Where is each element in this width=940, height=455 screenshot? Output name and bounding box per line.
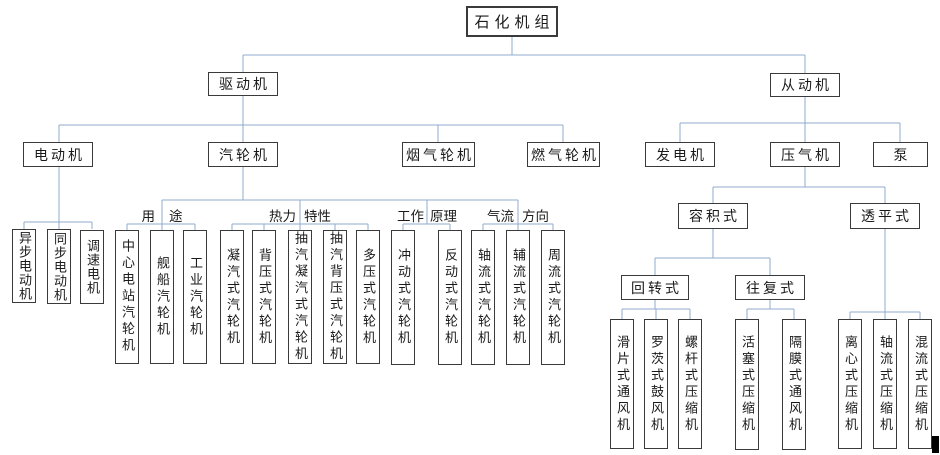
node-generator[interactable]: 发电机 [645,142,715,167]
node-driver[interactable]: 驱动机 [208,72,278,96]
node-root[interactable]: 石化机组 [466,6,558,37]
node-roots-blower[interactable]: 罗茨式鼓风机 [644,319,668,449]
node-pump[interactable]: 泵 [873,142,928,167]
node-axial-flow-turbine[interactable]: 轴流式汽轮机 [471,230,495,365]
node-rotary[interactable]: 回转式 [621,275,689,300]
node-mixed-flow-compressor[interactable]: 混流式压缩机 [908,319,932,449]
node-impulse-turbine[interactable]: 冲动式汽轮机 [391,230,415,365]
node-steam-turbine[interactable]: 汽轮机 [208,142,278,167]
node-speed-motor[interactable]: 调速电机 [80,230,104,304]
node-flue-gas-turbine[interactable]: 烟气轮机 [402,142,475,167]
node-driven[interactable]: 从动机 [770,73,840,97]
category-principle-part2: 原理 [430,209,457,224]
node-industrial-turbine[interactable]: 工业汽轮机 [183,230,207,364]
node-turbo[interactable]: 透平式 [850,203,920,229]
node-positive-displacement[interactable]: 容积式 [678,203,748,229]
category-label-flow[interactable]: 气流 方向 [487,205,549,225]
node-marine-turbine[interactable]: 舰船汽轮机 [150,230,174,364]
text-cursor-artifact [932,436,939,453]
node-radial-flow-turbine[interactable]: 辅流式汽轮机 [506,230,530,365]
node-central-station-turbine[interactable]: 中心电站汽轮机 [115,230,139,364]
node-back-pressure-turbine[interactable]: 背压式汽轮机 [252,230,276,364]
node-peripheral-flow-turbine[interactable]: 周流式汽轮机 [541,230,565,365]
category-use-part1: 用 [141,209,156,224]
category-label-use[interactable]: 用 途 [142,205,183,225]
category-thermal-part1: 热力 [269,209,296,224]
node-compressor[interactable]: 压气机 [770,142,840,167]
node-extraction-condensing-turbine[interactable]: 抽汽凝汽式汽轮机 [288,230,312,364]
node-extraction-back-pressure-turbine[interactable]: 抽汽背压式汽轮机 [323,230,347,364]
category-label-principle[interactable]: 工作 原理 [397,205,457,225]
category-use-part2: 途 [169,209,183,224]
node-piston-compressor[interactable]: 活塞式压缩机 [735,319,759,450]
node-motor[interactable]: 电动机 [23,142,93,167]
node-multi-pressure-turbine[interactable]: 多压式汽轮机 [356,230,380,364]
node-gas-turbine[interactable]: 燃气轮机 [527,142,600,167]
node-sliding-vane-fan[interactable]: 滑片式通风机 [610,319,634,449]
node-centrifugal-compressor[interactable]: 离心式压缩机 [838,319,862,449]
node-reciprocating[interactable]: 往复式 [735,275,805,300]
node-axial-compressor[interactable]: 轴流式压缩机 [873,319,897,449]
node-diaphragm-fan[interactable]: 隔膜式通风机 [782,319,806,450]
category-flow-part1: 气流 [487,209,514,224]
node-condensing-turbine[interactable]: 凝汽式汽轮机 [220,230,244,364]
category-flow-part2: 方向 [522,209,549,224]
node-sync-motor[interactable]: 同步电动机 [47,229,71,304]
node-async-motor[interactable]: 异步电动机 [12,229,36,303]
category-principle-part1: 工作 [397,209,424,224]
category-thermal-part2: 特性 [304,209,331,224]
node-screw-compressor[interactable]: 螺杆式压缩机 [678,319,702,449]
category-label-thermal[interactable]: 热力 特性 [269,205,331,225]
node-reaction-turbine[interactable]: 反动式汽轮机 [438,230,462,365]
